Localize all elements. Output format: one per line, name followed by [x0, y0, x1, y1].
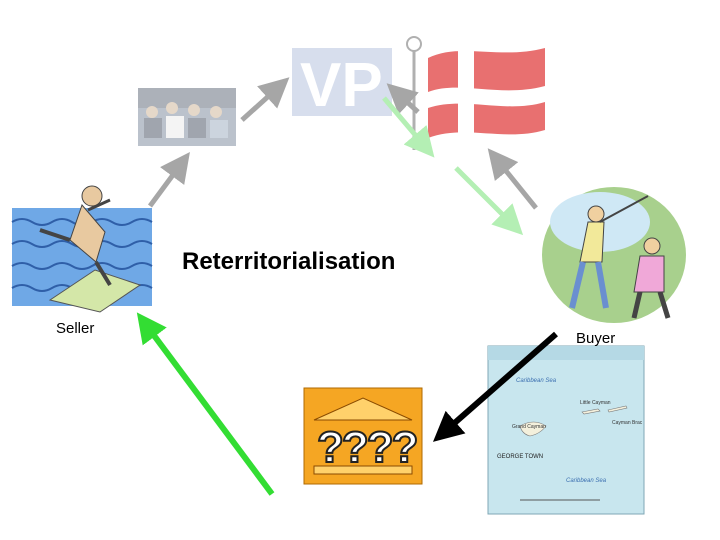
map-island-left: Grand Cayman [512, 424, 546, 430]
map-island-right-1: Little Cayman [580, 400, 611, 406]
map-sea-bottom: Caribbean Sea [566, 478, 607, 484]
bank-building-icon: ???? [304, 388, 422, 484]
map-capital: GEORGE TOWN [497, 454, 543, 460]
vp-logo-text: VP [300, 51, 383, 120]
buyer-golfers-icon [542, 187, 686, 323]
arrow-bank-to-seller [144, 322, 272, 494]
map-sea-top: Caribbean Sea [516, 378, 557, 384]
buyer-label: Buyer [576, 330, 615, 347]
seller-label: Seller [56, 320, 94, 337]
arrow-buyer-to-flag [494, 156, 536, 208]
map-island-right-2: Cayman Brac [612, 420, 643, 426]
vp-logo-icon: VP [292, 48, 392, 120]
danish-flag-icon [407, 37, 545, 150]
conference-photo-icon [138, 88, 236, 146]
arrow-photo-to-vp [242, 84, 282, 120]
seller-surfer-icon [12, 186, 152, 312]
arrow-vp-to-flag [384, 98, 428, 150]
arrow-seller-to-photo [150, 160, 184, 206]
bank-question-text: ???? [317, 423, 417, 472]
arrow-flag-to-buyer [456, 168, 516, 228]
diagram-title: Reterritorialisation [182, 248, 395, 276]
